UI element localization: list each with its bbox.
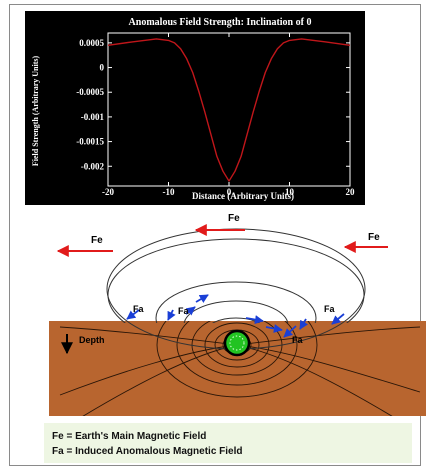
label-fa-inner: Fa [178, 306, 189, 316]
fa-arrows [126, 294, 345, 338]
x-tick-label: 20 [346, 187, 356, 197]
label-fe-top: Fe [228, 213, 240, 224]
y-tick-label: 0 [100, 63, 105, 73]
y-tick-label: 0.0005 [79, 38, 104, 48]
legend-box: Fe = Earth's Main Magnetic Field Fa = In… [44, 423, 412, 463]
y-tick-label: -0.0005 [76, 87, 104, 97]
y-tick-label: -0.001 [81, 112, 105, 122]
fa-arrow [283, 325, 297, 338]
fa-arrow [245, 315, 264, 325]
x-axis-label: Distance (Arbitrary Units) [192, 191, 294, 201]
x-tick-label: -10 [163, 187, 175, 197]
field-strength-chart: Anomalous Field Strength: Inclination of… [25, 11, 365, 205]
chart-svg: Anomalous Field Strength: Inclination of… [31, 17, 356, 201]
anomalous-body [223, 329, 251, 357]
label-fe-right: Fe [368, 232, 380, 243]
fa-arrow [331, 313, 345, 325]
fa-arrow [126, 309, 140, 320]
label-fa-bottom: Fa [292, 335, 303, 345]
label-fa-right: Fa [324, 304, 335, 314]
x-tick-label: 10 [285, 187, 295, 197]
fa-arrow [167, 309, 176, 321]
depth-label: Depth [79, 335, 105, 345]
subsurface-field-lines [59, 321, 421, 416]
legend-fe: Fe = Earth's Main Magnetic Field [52, 431, 207, 442]
fa-arrow [265, 324, 283, 333]
label-fe-left: Fe [91, 235, 103, 246]
label-fa-left: Fa [133, 304, 144, 314]
field-strength-line [107, 38, 351, 182]
x-tick-label: -20 [102, 187, 114, 197]
x-tick-label: 0 [227, 187, 232, 197]
plot-area: -20 -10 0 10 20 0.0005 0 -0.0005 -0.001 -0.0015 -0… [76, 32, 356, 197]
legend-fa: Fa = Induced Anomalous Magnetic Field [52, 446, 243, 457]
chart-title: Anomalous Field Strength: Inclination of… [129, 17, 312, 28]
fa-arrow [299, 318, 309, 330]
fa-arrow [185, 306, 196, 316]
y-tick-label: -0.002 [81, 161, 105, 171]
fa-arrow [195, 294, 209, 303]
y-tick-label: -0.0015 [76, 137, 104, 147]
y-axis-label: Field Strength (Arbitrary Units) [31, 56, 40, 167]
